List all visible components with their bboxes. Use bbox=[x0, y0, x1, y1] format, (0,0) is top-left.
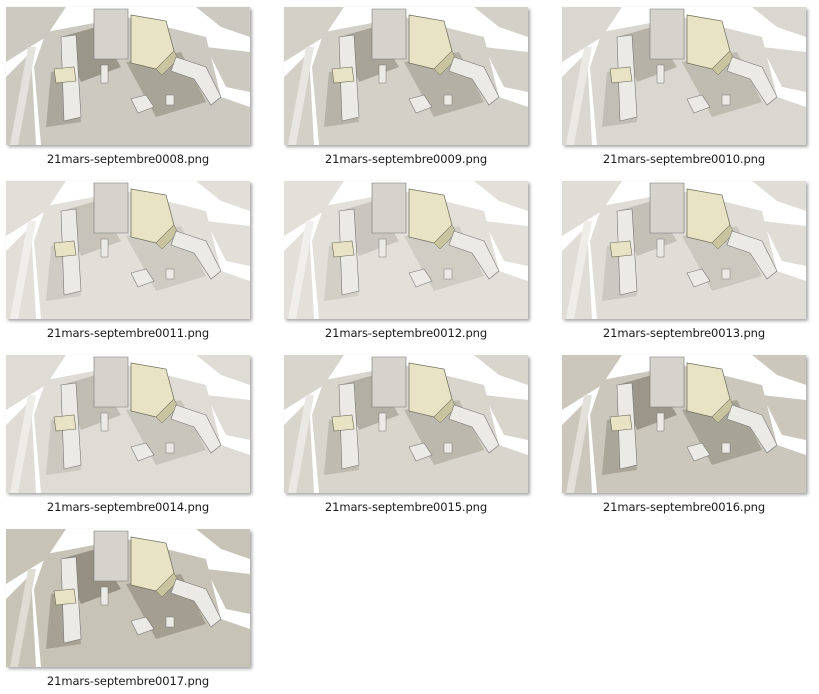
file-name-label[interactable]: 21mars-septembre0012.png bbox=[324, 326, 488, 340]
image-thumbnail[interactable] bbox=[6, 355, 250, 493]
file-item[interactable]: 21mars-septembre0016.png bbox=[558, 350, 818, 520]
image-thumbnail[interactable] bbox=[6, 181, 250, 319]
image-thumbnail[interactable] bbox=[284, 355, 528, 493]
image-thumbnail[interactable] bbox=[562, 355, 806, 493]
file-item[interactable]: 21mars-septembre0008.png bbox=[2, 2, 262, 172]
render-image bbox=[6, 355, 250, 493]
file-item[interactable]: 21mars-septembre0014.png bbox=[2, 350, 262, 520]
file-name-label[interactable]: 21mars-septembre0008.png bbox=[46, 152, 210, 166]
render-image bbox=[284, 355, 528, 493]
image-thumbnail[interactable] bbox=[284, 181, 528, 319]
file-name-label[interactable]: 21mars-septembre0013.png bbox=[602, 326, 766, 340]
image-thumbnail[interactable] bbox=[562, 7, 806, 145]
render-image bbox=[6, 529, 250, 667]
file-name-label[interactable]: 21mars-septembre0011.png bbox=[46, 326, 210, 340]
render-image bbox=[562, 7, 806, 145]
image-thumbnail[interactable] bbox=[6, 529, 250, 667]
image-thumbnail[interactable] bbox=[562, 181, 806, 319]
render-image bbox=[6, 7, 250, 145]
file-name-label[interactable]: 21mars-septembre0016.png bbox=[602, 500, 766, 514]
image-thumbnail[interactable] bbox=[284, 7, 528, 145]
file-item[interactable]: 21mars-septembre0015.png bbox=[280, 350, 540, 520]
file-name-label[interactable]: 21mars-septembre0017.png bbox=[46, 674, 210, 688]
render-image bbox=[6, 181, 250, 319]
render-image bbox=[284, 7, 528, 145]
file-item[interactable]: 21mars-septembre0009.png bbox=[280, 2, 540, 172]
image-thumbnail[interactable] bbox=[6, 7, 250, 145]
file-name-label[interactable]: 21mars-septembre0014.png bbox=[46, 500, 210, 514]
render-image bbox=[562, 181, 806, 319]
file-item[interactable]: 21mars-septembre0017.png bbox=[2, 524, 262, 694]
file-item[interactable]: 21mars-septembre0013.png bbox=[558, 176, 818, 346]
render-image bbox=[284, 181, 528, 319]
file-name-label[interactable]: 21mars-septembre0010.png bbox=[602, 152, 766, 166]
render-image bbox=[562, 355, 806, 493]
file-name-label[interactable]: 21mars-septembre0009.png bbox=[324, 152, 488, 166]
file-item[interactable]: 21mars-septembre0012.png bbox=[280, 176, 540, 346]
file-name-label[interactable]: 21mars-septembre0015.png bbox=[324, 500, 488, 514]
file-item[interactable]: 21mars-septembre0011.png bbox=[2, 176, 262, 346]
file-item[interactable]: 21mars-septembre0010.png bbox=[558, 2, 818, 172]
